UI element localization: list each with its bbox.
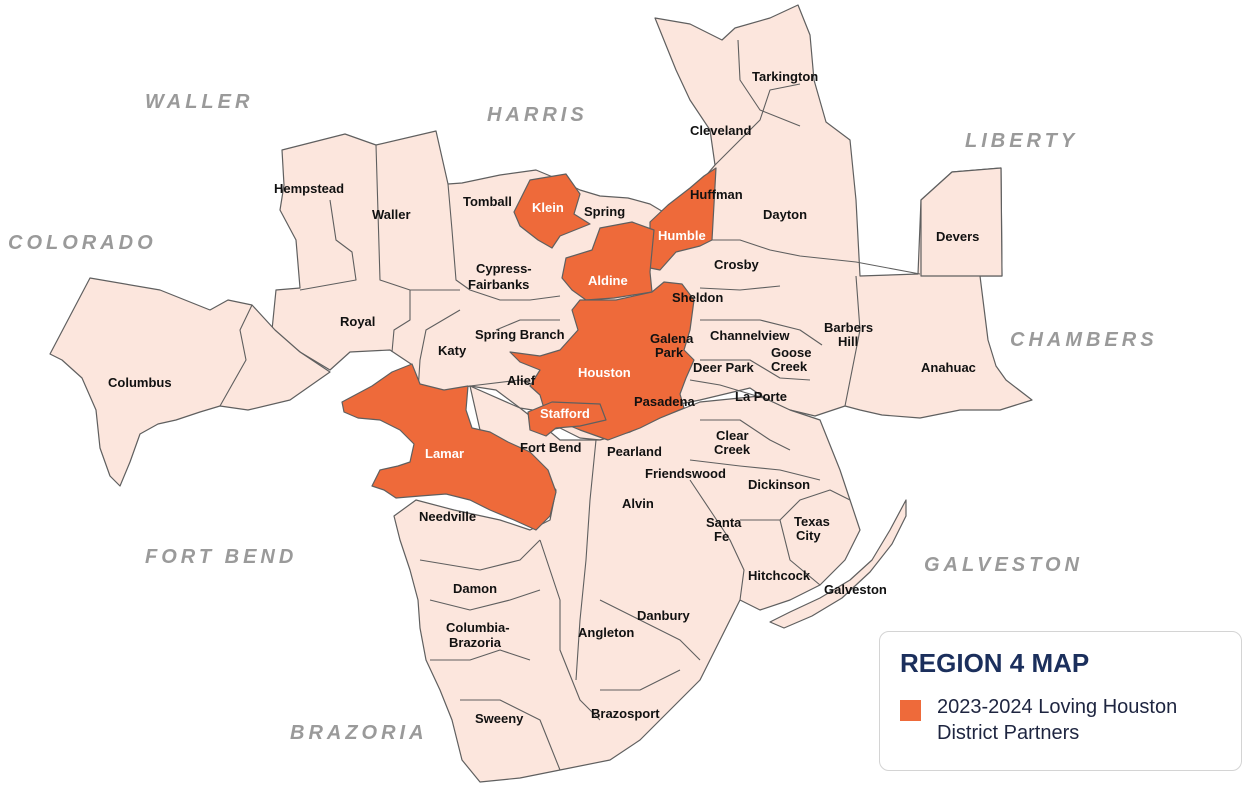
devers-shape (920, 167, 1003, 277)
legend-swatch (900, 700, 921, 721)
brazoria-area-shape (393, 385, 861, 783)
partner-districts (341, 167, 717, 531)
columbus-shape (49, 277, 331, 487)
district-label: Brazoria (449, 635, 502, 650)
district-label-partner: Stafford (540, 406, 590, 421)
district-label: Alvin (622, 496, 654, 511)
district-label: Santa (706, 515, 742, 530)
district-label: Danbury (637, 608, 691, 623)
district-label: City (796, 528, 821, 543)
district-label: Fairbanks (468, 277, 529, 292)
county-label-waller: WALLER (145, 91, 253, 113)
district-label: Katy (438, 343, 467, 358)
district-label: Creek (714, 442, 751, 457)
county-label-colorado: COLORADO (8, 232, 157, 254)
district-label: Fort Bend (520, 440, 581, 455)
district-label: Barbers (824, 320, 873, 335)
district-label: Anahuac (921, 360, 976, 375)
district-label: Columbus (108, 375, 172, 390)
lamar-district-shape (341, 363, 557, 531)
district-label: Texas (794, 514, 830, 529)
district-label: Needville (419, 509, 476, 524)
district-label: Alief (507, 373, 536, 388)
district-label: Dickinson (748, 477, 810, 492)
district-label: Sheldon (672, 290, 723, 305)
district-label: Channelview (710, 328, 790, 343)
district-label: Damon (453, 581, 497, 596)
legend-title: REGION 4 MAP (900, 648, 1090, 678)
district-label: La Porte (735, 389, 787, 404)
district-label: Columbia- (446, 620, 510, 635)
county-label-harris: HARRIS (487, 104, 588, 126)
klein-district-shape (513, 173, 591, 249)
district-label: Pasadena (634, 394, 695, 409)
district-label-partner: Lamar (425, 446, 464, 461)
galveston-island-shape (769, 499, 907, 629)
map-legend: REGION 4 MAP 2023-2024 Loving Houston Di… (879, 631, 1242, 771)
district-label: Galena (650, 331, 694, 346)
district-label-partner: Houston (578, 365, 631, 380)
district-label: Clear (716, 428, 749, 443)
district-labels: Tarkington Cleveland Huffman Dayton Deve… (108, 69, 979, 726)
district-label: Deer Park (693, 360, 754, 375)
district-label: Creek (771, 359, 808, 374)
district-label: Tomball (463, 194, 512, 209)
district-label: Brazosport (591, 706, 660, 721)
district-label: Waller (372, 207, 411, 222)
district-label: Galveston (824, 582, 887, 597)
district-label: Hill (838, 334, 858, 349)
district-label: Hempstead (274, 181, 344, 196)
district-label: Cleveland (690, 123, 751, 138)
legend-item-label: 2023-2024 Loving Houston District Partne… (937, 696, 1178, 744)
houston-district-shape (509, 281, 695, 441)
district-label-partner: Aldine (588, 273, 628, 288)
district-label: Park (655, 345, 684, 360)
district-label: Spring (584, 204, 625, 219)
county-label-galveston: GALVESTON (924, 554, 1083, 576)
county-label-chambers: CHAMBERS (1010, 329, 1158, 351)
district-label: Crosby (714, 257, 760, 272)
district-label: Huffman (690, 187, 743, 202)
district-label-partner: Humble (658, 228, 706, 243)
district-label: Sweeny (475, 711, 524, 726)
county-label-liberty: LIBERTY (965, 130, 1078, 152)
district-label: Devers (936, 229, 979, 244)
district-label: Dayton (763, 207, 807, 222)
district-boundaries (219, 39, 921, 771)
aldine-district-shape (561, 221, 655, 301)
county-label-brazoria: BRAZORIA (290, 722, 428, 744)
district-label: Pearland (607, 444, 662, 459)
district-label: Hitchcock (748, 568, 811, 583)
county-labels: WALLER HARRIS LIBERTY COLORADO CHAMBERS … (8, 91, 1158, 744)
district-label: Tarkington (752, 69, 818, 84)
district-label: Friendswood (645, 466, 726, 481)
district-label: Angleton (578, 625, 634, 640)
district-label: Cypress- (476, 261, 532, 276)
district-label: Fe (714, 529, 729, 544)
humble-district-shape (649, 167, 717, 271)
stafford-district-shape (527, 401, 607, 437)
district-label: Royal (340, 314, 375, 329)
district-label: Spring Branch (475, 327, 565, 342)
district-label-partner: Klein (532, 200, 564, 215)
county-label-fort-bend: FORT BEND (145, 546, 297, 568)
district-label: Goose (771, 345, 811, 360)
